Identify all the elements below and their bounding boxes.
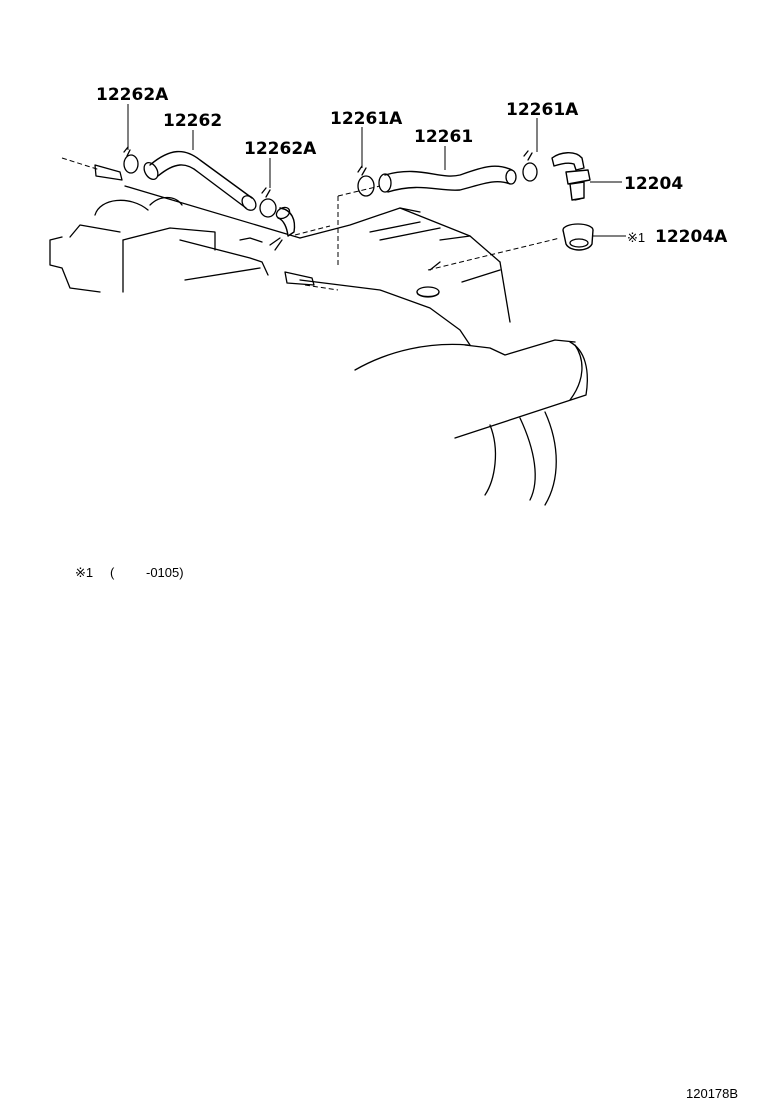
clip-12262a-upper (123, 146, 139, 174)
grommet-12204a (562, 223, 594, 251)
label-grommet-marker: ※1 (627, 230, 645, 245)
label-clip-12262a-upper: 12262A (96, 85, 169, 105)
figure-id: 120178B (686, 1086, 738, 1101)
clip-12262a-lower (259, 187, 277, 218)
label-valve-12204: 12204 (624, 174, 683, 194)
hose-12261 (378, 165, 517, 193)
label-grommet-12204a: 12204A (655, 227, 728, 247)
leader-lines (127, 104, 626, 237)
footnote-open-paren: ( (110, 565, 115, 580)
label-hose-12262: 12262 (163, 111, 222, 131)
pcv-valve-12204 (551, 152, 591, 201)
footnote-marker: ※1 (75, 565, 93, 580)
label-clip-12261a-right: 12261A (506, 100, 579, 120)
engine-outline (49, 157, 588, 506)
footnote: ※1 ( -0105) (75, 565, 184, 580)
label-clip-12261a-left: 12261A (330, 109, 403, 129)
label-hose-12261: 12261 (414, 127, 473, 147)
clip-12261a-left (357, 165, 375, 197)
footnote-range: -0105) (146, 565, 184, 580)
clip-12261a-right (522, 150, 538, 182)
label-clip-12262a-lower: 12262A (244, 139, 317, 159)
hose-12262 (143, 150, 296, 237)
